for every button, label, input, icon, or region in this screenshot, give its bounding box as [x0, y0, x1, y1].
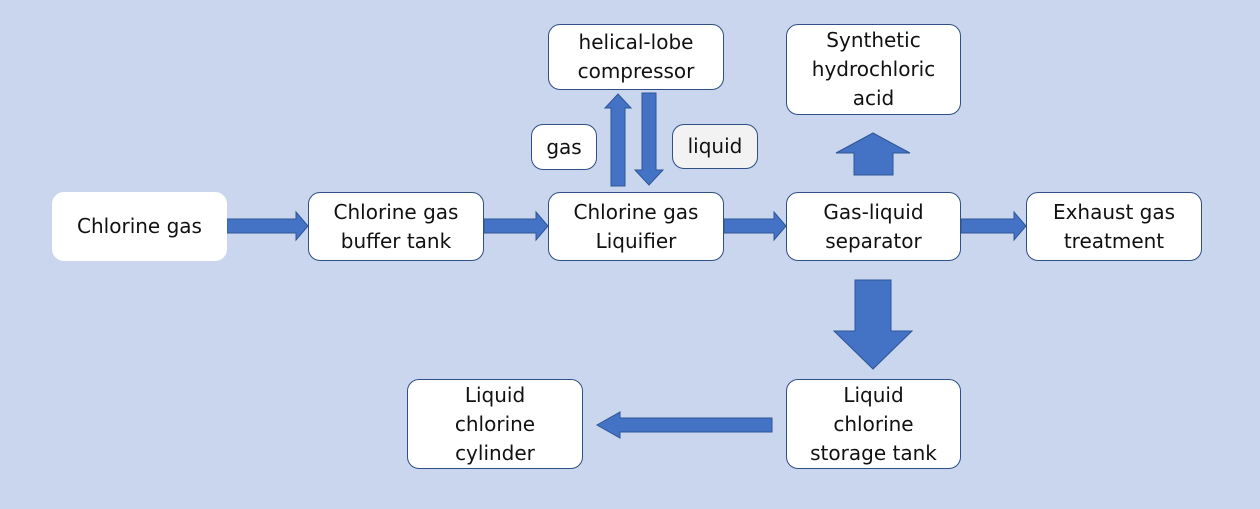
arrow-liquid-down — [633, 92, 665, 186]
node-separator-label: Gas-liquid separator — [823, 199, 924, 253]
arrow-gas-up — [603, 93, 633, 187]
arrow-separator-to-hcl — [835, 132, 911, 176]
node-storage-tank: Liquid chlorine storage tank — [786, 379, 961, 469]
node-compressor-label: helical-lobe compressor — [577, 30, 695, 83]
node-cylinder: Liquid chlorine cylinder — [407, 379, 583, 469]
label-liquid: liquid — [672, 124, 758, 169]
node-hydrochloric-acid: Synthetic hydrochloric acid — [786, 24, 961, 115]
arrow-buffer-to-liquifier — [483, 210, 549, 242]
node-cylinder-label: Liquid chlorine cylinder — [454, 382, 536, 465]
node-storage-tank-label: Liquid chlorine storage tank — [810, 382, 937, 465]
node-separator: Gas-liquid separator — [786, 192, 961, 261]
arrow-chlorine-to-buffer — [226, 210, 309, 242]
node-liquifier: Chlorine gas Liquifier — [548, 192, 724, 261]
label-gas-text: gas — [546, 134, 582, 159]
node-hydrochloric-acid-label: Synthetic hydrochloric acid — [811, 28, 936, 110]
node-exhaust-treatment: Exhaust gas treatment — [1026, 192, 1202, 261]
node-buffer-tank: Chlorine gas buffer tank — [308, 192, 484, 261]
arrow-liquifier-to-separator — [723, 210, 787, 242]
arrow-storage-to-cylinder — [595, 411, 773, 439]
label-liquid-text: liquid — [687, 134, 743, 158]
node-compressor: helical-lobe compressor — [548, 24, 724, 90]
node-exhaust-treatment-label: Exhaust gas treatment — [1052, 199, 1176, 253]
node-chlorine-gas-label: Chlorine gas — [77, 214, 202, 238]
node-chlorine-gas: Chlorine gas — [52, 192, 227, 261]
arrow-separator-to-storage — [832, 279, 914, 370]
node-buffer-tank-label: Chlorine gas buffer tank — [333, 199, 459, 253]
arrow-separator-to-exhaust — [960, 210, 1027, 242]
label-gas: gas — [531, 124, 597, 170]
node-liquifier-label: Chlorine gas Liquifier — [573, 199, 699, 253]
